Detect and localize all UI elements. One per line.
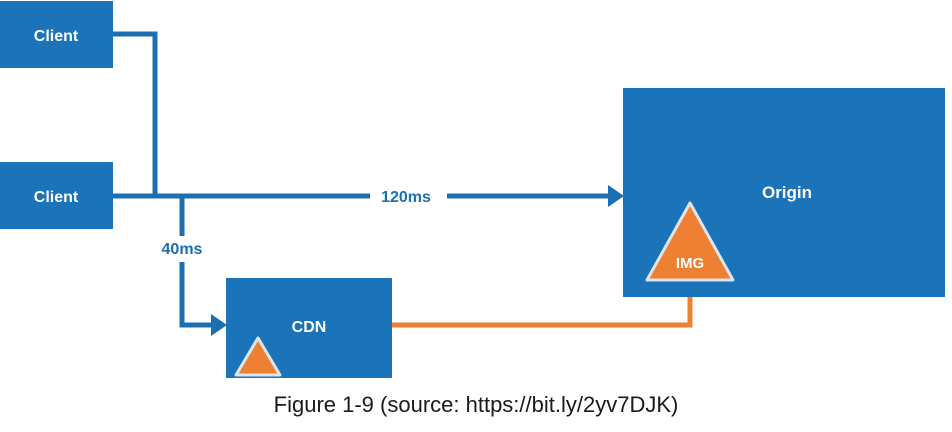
origin-label: Origin [762, 183, 812, 202]
edge-label-40ms: 40ms [162, 241, 203, 258]
edge-client-top-path [110, 31, 158, 196]
img-triangle-label: IMG [676, 255, 704, 272]
arrowhead-icon-to-cdn [211, 314, 227, 336]
client-bottom-label: Client [34, 189, 79, 206]
figure-caption: Figure 1-9 (source: https://bit.ly/2yv7D… [273, 392, 679, 417]
client-top-box-rect [0, 1, 113, 68]
img-triangle-icon-origin[interactable]: IMG [645, 201, 735, 282]
client-bottom-box-rect [0, 162, 113, 229]
node-client-top[interactable]: Client [0, 1, 113, 68]
edge-trunk-to-cdn: 40ms [162, 196, 227, 336]
cdn-label: CDN [292, 319, 327, 336]
triangle-shape-origin [645, 201, 735, 282]
edge-client-top-to-trunk [110, 31, 158, 196]
img-triangle-icon-cdn[interactable] [234, 336, 282, 377]
triangle-shape-cdn [234, 336, 282, 377]
node-client-bottom[interactable]: Client [0, 162, 113, 229]
arrowhead-icon-to-origin [608, 185, 624, 207]
edge-clients-to-origin: 120ms [110, 185, 624, 207]
client-top-label: Client [34, 28, 79, 45]
edge-cdn-segment-lower [179, 262, 211, 328]
edge-label-120ms: 120ms [381, 189, 431, 206]
